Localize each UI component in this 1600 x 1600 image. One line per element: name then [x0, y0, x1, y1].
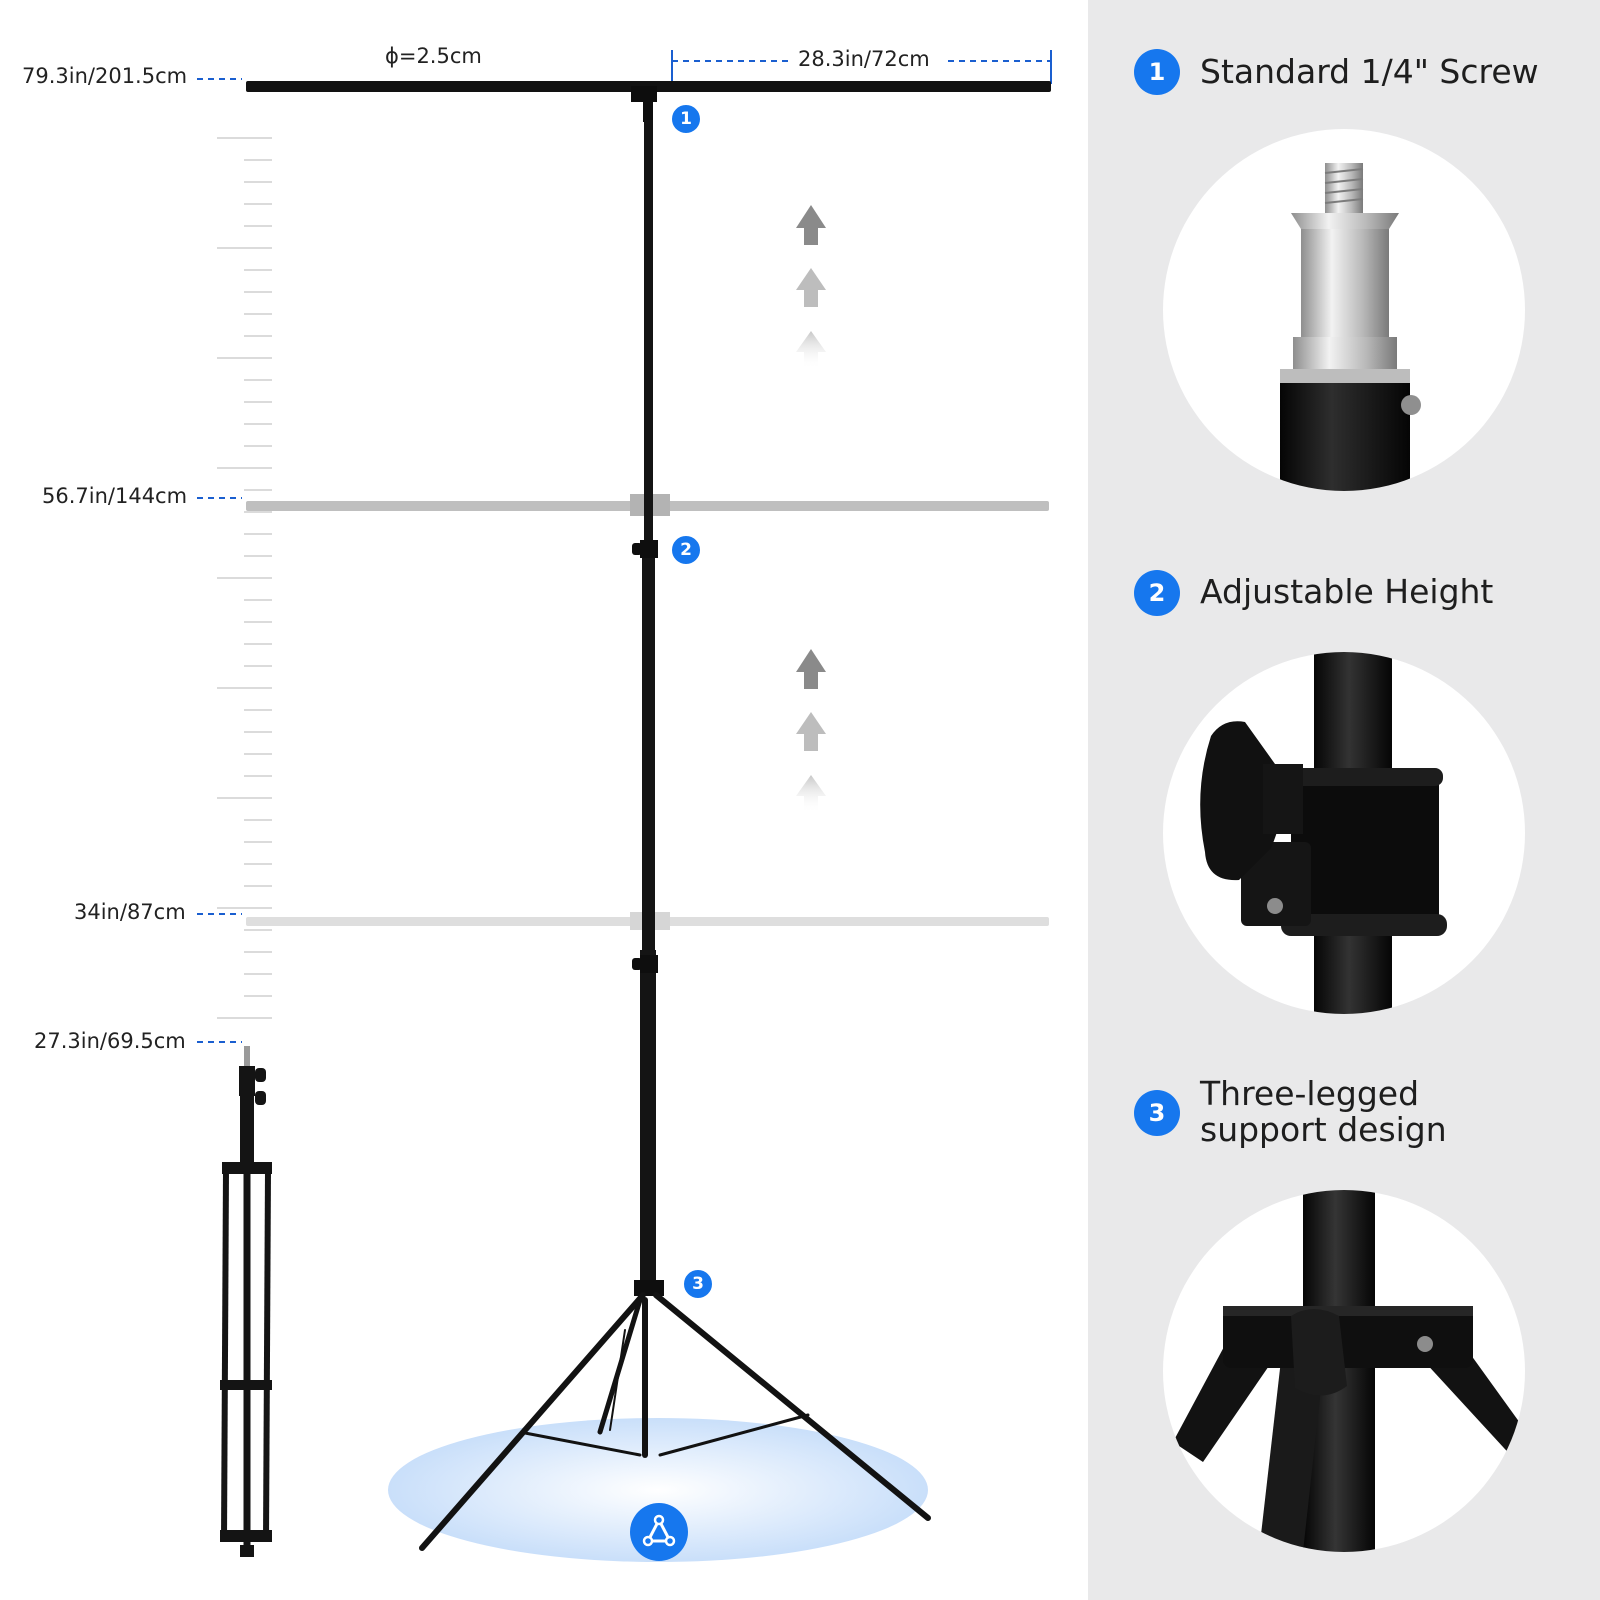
folded-height-label: 27.3in/69.5cm — [34, 1029, 186, 1053]
feature-1-badge: 1 — [1134, 49, 1180, 95]
feature-2-image-knob — [1163, 652, 1525, 1014]
feature-1-title: Standard 1/4" Screw — [1200, 52, 1539, 91]
feature-3-badge: 3 — [1134, 1090, 1180, 1136]
height-ruler — [217, 137, 272, 1019]
crossbar-top — [246, 81, 1051, 122]
up-arrow-icon — [796, 205, 826, 813]
center-pole — [632, 120, 664, 1296]
callout-2: 2 — [670, 534, 702, 566]
stand-diagram — [197, 50, 1052, 1562]
width-label: 28.3in/72cm — [798, 47, 930, 71]
base-shadow — [388, 1418, 928, 1562]
dimension-leaders — [197, 60, 1050, 1043]
feature-1-image-screw — [1163, 129, 1525, 491]
callout-3: 3 — [682, 1268, 714, 1300]
low-height-label: 34in/87cm — [74, 900, 186, 924]
feature-3-title-line1: Three-legged — [1200, 1074, 1420, 1113]
feature-3-image-leg-hub — [1163, 1190, 1525, 1552]
callout-1: 1 — [670, 103, 702, 135]
tripod-legs — [419, 1292, 931, 1551]
tripod-triangle-icon — [630, 1503, 688, 1561]
feature-3-title-line2: support design — [1200, 1110, 1447, 1149]
folded-stand — [220, 1046, 272, 1557]
max-height-label: 79.3in/201.5cm — [22, 64, 188, 88]
diameter-label: ϕ=2.5cm — [385, 44, 482, 68]
feature-2-badge: 2 — [1134, 570, 1180, 616]
feature-2-title: Adjustable Height — [1200, 572, 1494, 611]
mid-height-label: 56.7in/144cm — [42, 484, 188, 508]
